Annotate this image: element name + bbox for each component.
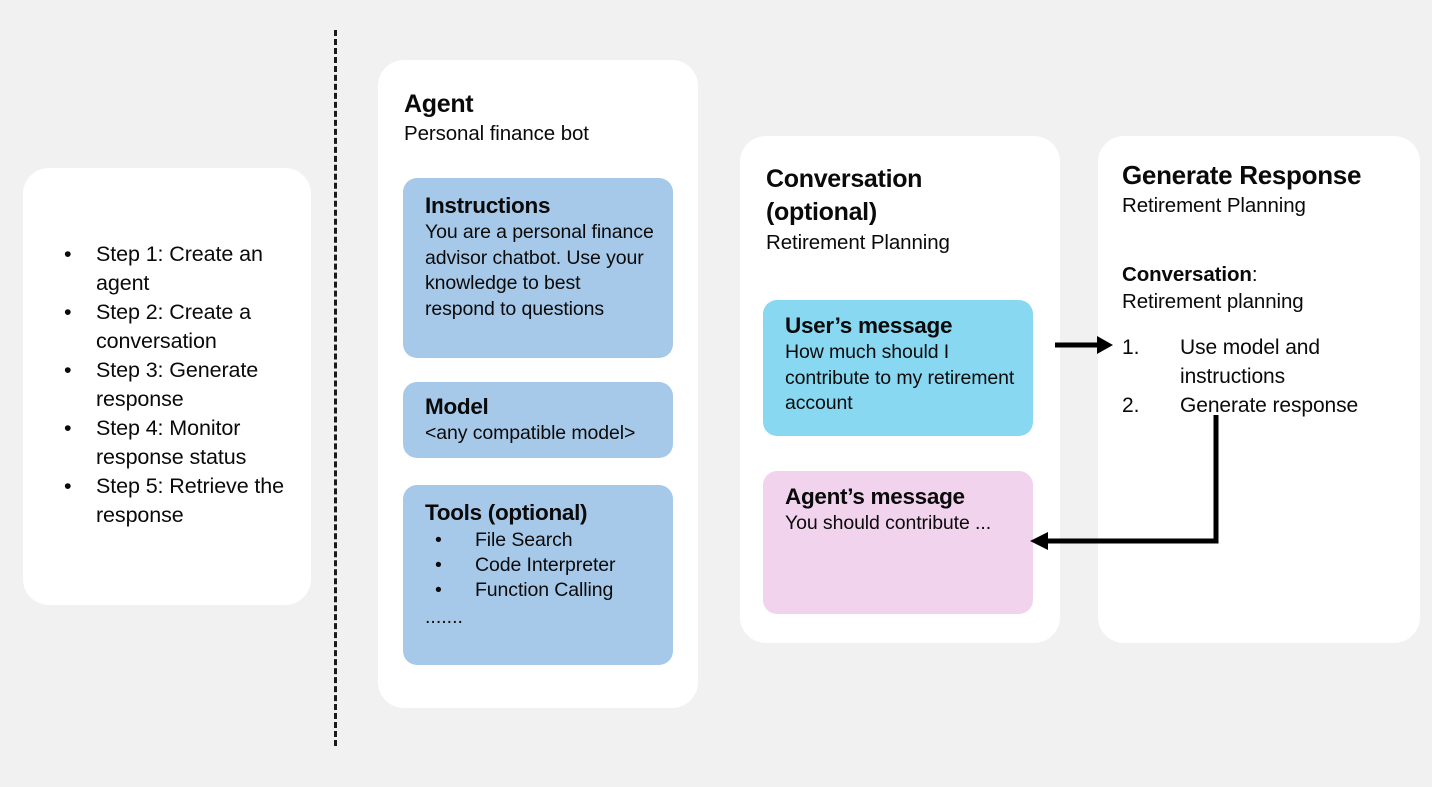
tools-list: • File Search • Code Interpreter • Funct… [425, 528, 659, 603]
step-label: Step 1: Create an agent [96, 242, 263, 295]
bullet-icon: • [64, 242, 72, 266]
list-item: 1. Use model and instructions [1122, 333, 1408, 391]
list-item: • Step 3: Generate response [43, 356, 301, 414]
list-item: • Function Calling [425, 578, 659, 603]
tools-box: Tools (optional) • File Search • Code In… [403, 485, 673, 665]
generate-conversation-label: Conversation [1122, 263, 1252, 286]
generate-response-header: Generate Response Retirement Planning [1122, 158, 1406, 219]
generate-conversation-field: Conversation: Retirement planning [1122, 261, 1406, 315]
steps-list: • Step 1: Create an agent • Step 2: Crea… [43, 240, 301, 530]
tool-label: Code Interpreter [475, 554, 616, 576]
agent-card: Agent Personal finance bot Instructions … [378, 60, 698, 708]
list-item: • Step 5: Retrieve the response [43, 472, 301, 530]
arrow-right-icon [1055, 336, 1113, 354]
bullet-icon: • [435, 529, 442, 551]
conversation-card: Conversation (optional) Retirement Plann… [740, 136, 1060, 643]
bullet-icon: • [64, 474, 72, 498]
conversation-card-header: Conversation (optional) Retirement Plann… [766, 163, 1034, 256]
agent-message-box: Agent’s message You should contribute ..… [763, 471, 1033, 614]
bullet-icon: • [64, 300, 72, 324]
steps-overview-card: • Step 1: Create an agent • Step 2: Crea… [23, 168, 311, 605]
tools-title: Tools (optional) [425, 500, 588, 525]
step-label: Step 4: Monitor response status [96, 416, 247, 469]
generate-response-steps: 1. Use model and instructions 2. Generat… [1122, 333, 1408, 420]
instructions-title: Instructions [425, 193, 551, 218]
instructions-box: Instructions You are a personal finance … [403, 178, 673, 358]
step-label: Generate response [1180, 394, 1359, 417]
bullet-icon: • [64, 416, 72, 440]
arrow-left-elbow-icon [1030, 415, 1219, 550]
list-item: 2. Generate response [1122, 391, 1408, 420]
user-message-title: User’s message [785, 313, 953, 338]
user-message-body: How much should I contribute to my retir… [785, 341, 1015, 414]
agent-card-title: Agent [404, 90, 474, 118]
list-item: • Step 1: Create an agent [43, 240, 301, 298]
list-item: • File Search [425, 528, 659, 553]
generate-response-card: Generate Response Retirement Planning Co… [1098, 136, 1420, 643]
conversation-card-title: Conversation (optional) [766, 165, 923, 226]
conversation-card-subtitle: Retirement Planning [766, 231, 950, 254]
step-label: Step 3: Generate response [96, 358, 259, 411]
agent-message-body: You should contribute ... [785, 512, 992, 534]
tools-ellipsis: ....... [425, 606, 463, 628]
generate-response-subtitle: Retirement Planning [1122, 194, 1306, 217]
generate-conversation-labelline: Conversation: [1122, 261, 1406, 288]
instructions-body: You are a personal finance advisor chatb… [425, 221, 654, 320]
agent-message-title: Agent’s message [785, 484, 965, 509]
step-number: 2. [1122, 394, 1140, 417]
tool-label: File Search [475, 529, 573, 551]
agent-card-subtitle: Personal finance bot [404, 122, 589, 145]
generate-conversation-value: Retirement planning [1122, 290, 1304, 313]
bullet-icon: • [435, 579, 442, 601]
model-box: Model <any compatible model> [403, 382, 673, 458]
list-item: • Step 2: Create a conversation [43, 298, 301, 356]
step-label: Step 2: Create a conversation [96, 300, 251, 353]
agent-card-header: Agent Personal finance bot [404, 89, 680, 147]
step-label: Use model and instructions [1180, 336, 1320, 388]
list-item: • Code Interpreter [425, 553, 659, 578]
bullet-icon: • [435, 554, 442, 576]
tool-label: Function Calling [475, 579, 614, 601]
section-divider-dashed-line [334, 30, 337, 746]
step-label: Step 5: Retrieve the response [96, 474, 285, 527]
step-number: 1. [1122, 336, 1140, 359]
generate-response-title: Generate Response [1122, 160, 1362, 190]
bullet-icon: • [64, 358, 72, 382]
user-message-box: User’s message How much should I contrib… [763, 300, 1033, 436]
list-item: • Step 4: Monitor response status [43, 414, 301, 472]
model-value: <any compatible model> [425, 422, 636, 444]
generate-conversation-separator: : [1251, 263, 1258, 286]
model-title: Model [425, 394, 489, 419]
